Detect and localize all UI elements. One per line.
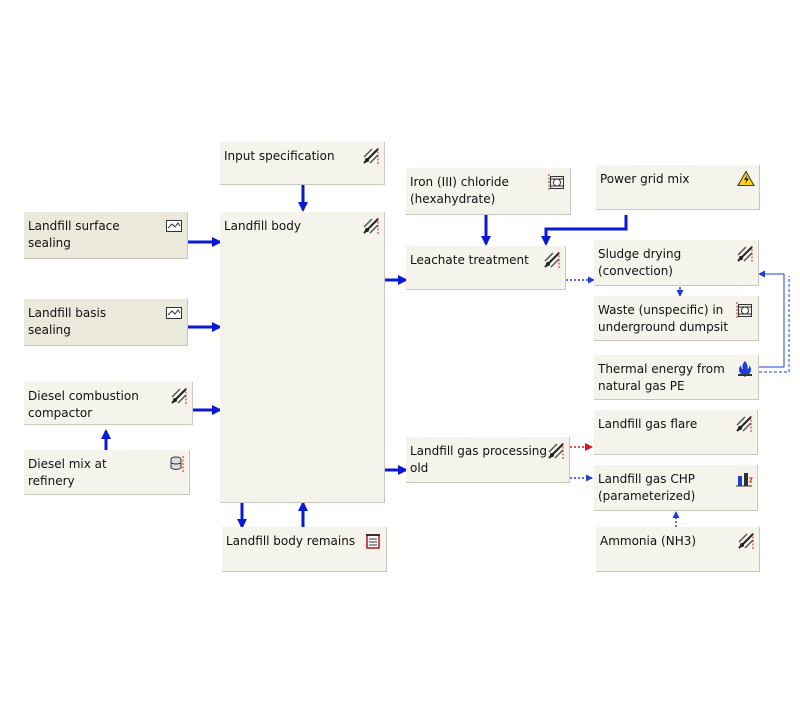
fuel-icon bbox=[167, 455, 185, 473]
box-label: Landfill gas CHP (parameterized) bbox=[598, 472, 696, 503]
process-icon bbox=[170, 387, 188, 405]
box-label: Diesel mix at refinery bbox=[28, 457, 107, 488]
process-box-landfill-body[interactable]: Landfill body bbox=[220, 212, 385, 503]
process-box-sludge-drying[interactable]: Sludge drying (convection) bbox=[594, 240, 759, 286]
box-label: Leachate treatment bbox=[410, 253, 529, 267]
box-label: Landfill gas flare bbox=[598, 417, 698, 431]
box-label: Iron (III) chloride (hexahydrate) bbox=[410, 175, 509, 206]
box-label: Diesel combustion compactor bbox=[28, 389, 139, 420]
process-box-input-specification[interactable]: Input specification bbox=[220, 142, 385, 185]
process-icon bbox=[736, 245, 754, 263]
flow-thermal-to-sludge-2 bbox=[759, 276, 790, 373]
process-box-thermal-energy[interactable]: Thermal energy from natural gas PE bbox=[594, 355, 759, 400]
process-icon bbox=[362, 147, 380, 165]
material-icon bbox=[165, 304, 183, 322]
process-icon bbox=[362, 217, 380, 235]
box-label: Power grid mix bbox=[600, 172, 690, 186]
process-box-iron-chloride[interactable]: Iron (III) chloride (hexahydrate) bbox=[406, 168, 571, 215]
box-label: Input specification bbox=[224, 149, 335, 163]
process-box-power-grid-mix[interactable]: Power grid mix bbox=[596, 165, 760, 210]
box-label: Landfill gas processing old bbox=[410, 444, 548, 475]
chemical-icon bbox=[548, 173, 566, 191]
box-label: Sludge drying (convection) bbox=[598, 247, 682, 278]
flow-thermal-to-sludge bbox=[758, 270, 785, 368]
box-label: Landfill body bbox=[224, 219, 301, 233]
process-box-landfill-gas-flare[interactable]: Landfill gas flare bbox=[594, 410, 758, 455]
box-label: Ammonia (NH3) bbox=[600, 534, 697, 548]
process-icon bbox=[543, 251, 561, 269]
waste-icon bbox=[364, 532, 382, 550]
process-box-landfill-surface-sealing[interactable]: Landfill surface sealing bbox=[24, 212, 188, 259]
process-icon bbox=[547, 442, 565, 460]
flame-icon bbox=[736, 360, 754, 378]
process-box-landfill-gas-chp[interactable]: Landfill gas CHP (parameterized) bbox=[594, 465, 758, 511]
chemical-icon bbox=[736, 301, 754, 319]
box-label: Landfill body remains bbox=[226, 534, 356, 548]
box-label: Waste (unspecific) in underground dumpsi… bbox=[598, 303, 729, 334]
box-label: Landfill basis sealing bbox=[28, 306, 107, 337]
box-label: Landfill surface sealing bbox=[28, 219, 120, 250]
box-label: Thermal energy from natural gas PE bbox=[598, 362, 725, 393]
chp-icon bbox=[735, 470, 753, 488]
process-box-landfill-body-remains[interactable]: Landfill body remains bbox=[222, 527, 387, 572]
process-box-leachate-treatment[interactable]: Leachate treatment bbox=[406, 246, 566, 290]
electricity-icon bbox=[737, 170, 755, 188]
process-box-diesel-combustion-compactor[interactable]: Diesel combustion compactor bbox=[24, 382, 193, 425]
process-box-waste-underground-dumpsite[interactable]: Waste (unspecific) in underground dumpsi… bbox=[594, 296, 759, 341]
process-box-diesel-mix-refinery[interactable]: Diesel mix at refinery bbox=[24, 450, 190, 495]
process-box-landfill-gas-processing[interactable]: Landfill gas processing old bbox=[406, 437, 570, 483]
process-box-landfill-basis-sealing[interactable]: Landfill basis sealing bbox=[24, 299, 188, 346]
process-icon bbox=[737, 532, 755, 550]
material-icon bbox=[165, 217, 183, 235]
process-icon bbox=[735, 415, 753, 433]
flow-powergrid-to-leachate bbox=[541, 215, 628, 246]
process-box-ammonia[interactable]: Ammonia (NH3) bbox=[596, 527, 760, 572]
